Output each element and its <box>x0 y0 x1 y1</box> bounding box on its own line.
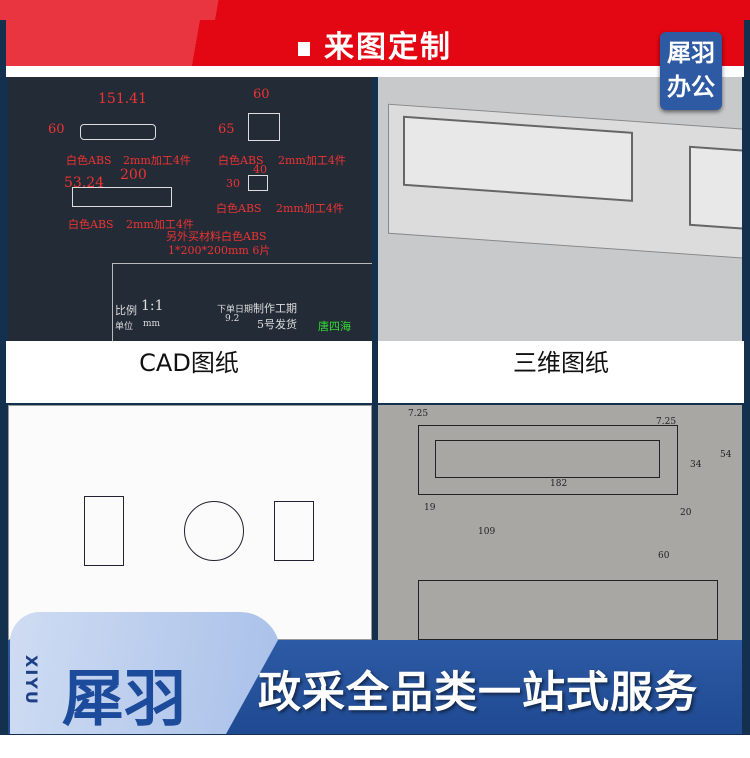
label: 制作工期 <box>253 302 297 315</box>
dim-label: 54 <box>720 450 732 460</box>
part-outline <box>248 113 280 141</box>
label: 比例 <box>115 304 137 317</box>
cad-caption: CAD图纸 <box>6 341 372 403</box>
divider <box>6 66 744 77</box>
sketch-outline <box>418 425 678 495</box>
note: 2mm加工4件 <box>276 202 344 215</box>
label: 单位 <box>115 322 134 332</box>
part-outline <box>72 187 172 207</box>
part-outline <box>80 124 156 140</box>
slogan: 政采全品类一站式服务 <box>258 668 698 718</box>
brand-latin: XIYU <box>22 655 41 706</box>
designer-name: 唐四海 <box>318 320 351 333</box>
title-block: 比例 1:1 单位 mm 下单日期 9.2 制作工期 5号发货 唐四海 <box>112 263 372 341</box>
dim-label: 34 <box>690 460 702 470</box>
note: 1*200*200mm 6片 <box>168 244 271 257</box>
cad-drawing: 151.41 60 60 65 白色ABS 2mm加工4件 白色ABS 2mm加… <box>8 77 372 341</box>
note: 2mm加工4件 <box>278 154 346 167</box>
cutout <box>689 145 742 231</box>
note: 白色ABS <box>68 218 114 231</box>
dim-label: 65 <box>218 122 235 137</box>
dim-label: 60 <box>48 122 65 137</box>
dim-label: 30 <box>226 177 240 190</box>
scale-value: 1:1 <box>141 298 164 314</box>
sketch-part <box>184 501 244 561</box>
label: 下单日期 <box>217 305 254 315</box>
note: 2mm加工4件 <box>123 154 191 167</box>
part-outline <box>248 175 268 191</box>
dim-label: 20 <box>680 508 692 518</box>
cutout <box>403 115 633 202</box>
note: 白色ABS <box>216 202 262 215</box>
note: 2mm加工4件 <box>126 218 194 231</box>
dim-label: 19 <box>424 503 436 513</box>
page-title: 来图定制 <box>324 30 452 65</box>
3d-caption: 三维图纸 <box>378 341 744 403</box>
note: 另外买材料白色ABS <box>166 230 267 243</box>
top-bar <box>0 0 750 20</box>
dim-label: 182 <box>550 479 568 489</box>
unit-value: mm <box>143 319 161 329</box>
dim-label: 40 <box>253 163 267 176</box>
brand-name: 犀羽 <box>62 662 187 735</box>
dim-label: 60 <box>658 551 670 561</box>
3d-model-view <box>378 77 742 341</box>
dim-label: 7.25 <box>656 417 677 427</box>
note: 白色ABS <box>66 154 112 167</box>
dim-label: 151.41 <box>98 91 147 107</box>
note: 白色ABS <box>218 154 264 167</box>
hand-sketch-1 <box>8 405 372 640</box>
square-icon <box>298 41 310 56</box>
sketch-part <box>274 501 314 561</box>
sketch-outline <box>418 580 718 640</box>
dim-label: 200 <box>120 167 147 183</box>
dim-label: 109 <box>478 527 496 537</box>
brand-logo: 犀羽办公 <box>660 32 722 110</box>
order-date: 9.2 <box>225 314 240 324</box>
hand-sketch-2: 7.25 7.25 182 34 54 20 109 19 60 <box>378 405 742 640</box>
plate-model <box>388 103 742 261</box>
brand-tab <box>10 612 280 734</box>
title-banner: 来图定制 <box>6 20 744 66</box>
sketch-part <box>84 496 124 566</box>
dim-label: 60 <box>253 87 270 102</box>
period-value: 5号发货 <box>257 318 297 331</box>
dim-label: 7.25 <box>408 409 429 419</box>
